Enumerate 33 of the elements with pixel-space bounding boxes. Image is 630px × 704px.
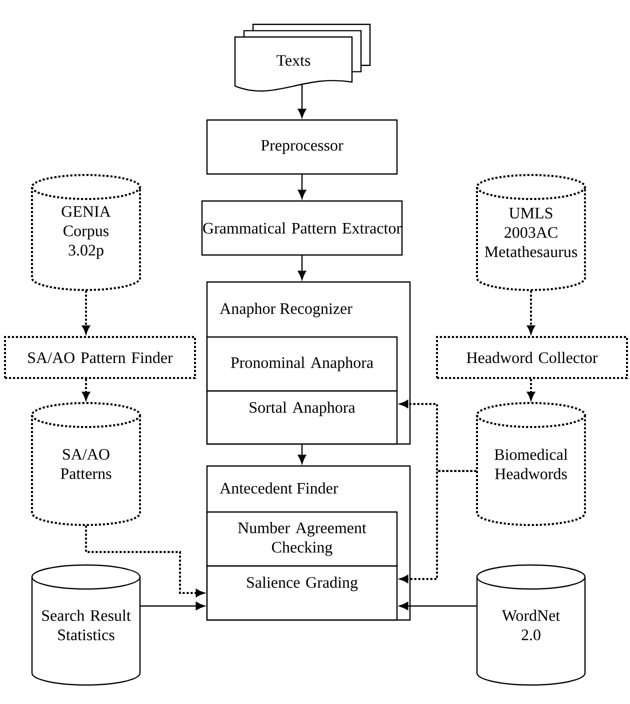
arrow [298,174,306,199]
arrow [298,84,306,118]
process-box: Pronominal Anaphora [206,336,398,392]
process-box: Sortal Anaphora [206,390,398,445]
database-cylinder: Biomedical Headwords [476,402,586,526]
node-label: UMLS 2003AC Metathesaurus [484,208,578,258]
process-box: Salience Grading [206,565,398,621]
database-cylinder: GENIA Corpus 3.02p [31,174,141,291]
process-box: Grammatical Pattern Extractor [201,200,403,256]
arrow [85,526,204,597]
process-box: Number Agreement Checking [206,511,398,567]
node-label: Search Result Statistics [42,610,131,640]
arrow [399,602,476,610]
arrow [140,602,205,610]
node-label: WordNet 2.0 [502,610,560,640]
arrow [527,379,535,400]
arrow [298,256,306,280]
arrow [298,444,306,464]
node-label: Biomedical Headwords [494,448,568,480]
database-cylinder: WordNet 2.0 [476,564,586,686]
process-box: Headword Collector [436,336,628,379]
arrow [400,470,476,583]
document-stack: Texts [234,24,371,92]
arrow [527,290,535,334]
database-cylinder: Search Result Statistics [31,564,141,686]
arrow [82,379,90,400]
database-cylinder: UMLS 2003AC Metathesaurus [476,174,586,291]
process-box: SA/AO Pattern Finder [4,336,196,379]
arrow [82,290,90,334]
database-cylinder: SA/AO Patterns [31,402,141,526]
node-label: SA/AO Patterns [60,448,112,480]
process-box: Preprocessor [206,119,398,175]
node-label: GENIA Corpus 3.02p [62,206,111,259]
